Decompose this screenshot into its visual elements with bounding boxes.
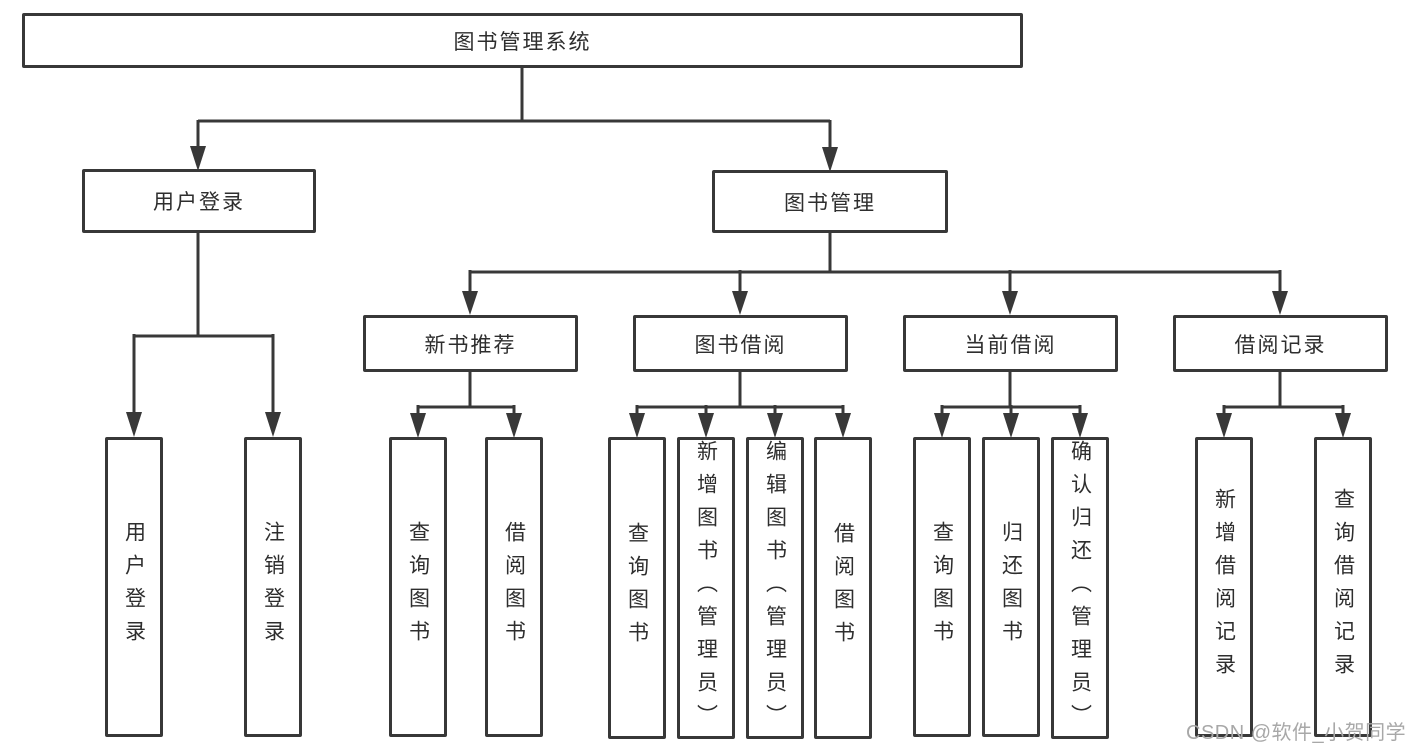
arrowhead-group: [126, 146, 1351, 438]
node-borrow-records-label: 借阅记录: [1234, 333, 1327, 357]
leaf-query-books-current-label: 查询图书: [930, 521, 954, 653]
node-user-login-label: 用户登录: [153, 191, 245, 214]
leaf-user-login: 用户登录: [105, 437, 163, 737]
node-book-borrowing: 图书借阅: [633, 315, 848, 372]
leaf-borrow-books-recommend: 借阅图书: [485, 437, 543, 737]
node-new-book-recommend-label: 新书推荐: [424, 333, 517, 357]
leaf-add-borrow-record: 新增借阅记录: [1195, 437, 1253, 737]
leaf-confirm-return-admin: 确认归还（管理员）: [1051, 437, 1109, 739]
leaf-confirm-return-admin-label: 确认归还（管理员）: [1068, 439, 1092, 737]
node-current-borrowing: 当前借阅: [903, 315, 1118, 372]
leaf-return-book: 归还图书: [982, 437, 1040, 737]
node-new-book-recommend: 新书推荐: [363, 315, 578, 372]
leaf-query-books-recommend: 查询图书: [389, 437, 447, 737]
leaf-edit-book-admin: 编辑图书（管理员）: [746, 437, 804, 739]
leaf-add-borrow-record-label: 新增借阅记录: [1212, 488, 1236, 686]
leaf-query-borrow-record: 查询借阅记录: [1314, 437, 1372, 737]
leaf-query-books-borrowing: 查询图书: [608, 437, 666, 739]
node-book-management: 图书管理: [712, 170, 948, 233]
leaf-edit-book-admin-label: 编辑图书（管理员）: [763, 439, 787, 737]
leaf-query-borrow-record-label: 查询借阅记录: [1331, 488, 1355, 686]
leaf-borrow-books-recommend-label: 借阅图书: [502, 521, 526, 653]
node-user-login: 用户登录: [82, 169, 316, 233]
watermark-text: CSDN @软件_小贺同学: [1186, 722, 1405, 744]
leaf-query-books-borrowing-label: 查询图书: [625, 522, 649, 654]
node-book-management-label: 图书管理: [784, 191, 876, 215]
leaf-user-login-label: 用户登录: [122, 521, 146, 653]
node-borrow-records: 借阅记录: [1173, 315, 1388, 372]
leaf-query-books-recommend-label: 查询图书: [406, 521, 430, 653]
leaf-add-book-admin-label: 新增图书（管理员）: [694, 439, 718, 737]
leaf-return-book-label: 归还图书: [999, 521, 1023, 653]
leaf-borrow-books-borrowing: 借阅图书: [814, 437, 872, 739]
node-root-system: 图书管理系统: [22, 13, 1023, 68]
leaf-borrow-books-borrowing-label: 借阅图书: [831, 522, 855, 654]
leaf-logout: 注销登录: [244, 437, 302, 737]
node-root-label: 图书管理系统: [453, 30, 592, 54]
leaf-add-book-admin: 新增图书（管理员）: [677, 437, 735, 739]
leaf-logout-label: 注销登录: [261, 521, 285, 653]
node-book-borrowing-label: 图书借阅: [694, 333, 787, 357]
leaf-query-books-current: 查询图书: [913, 437, 971, 737]
node-current-borrowing-label: 当前借阅: [964, 333, 1057, 357]
